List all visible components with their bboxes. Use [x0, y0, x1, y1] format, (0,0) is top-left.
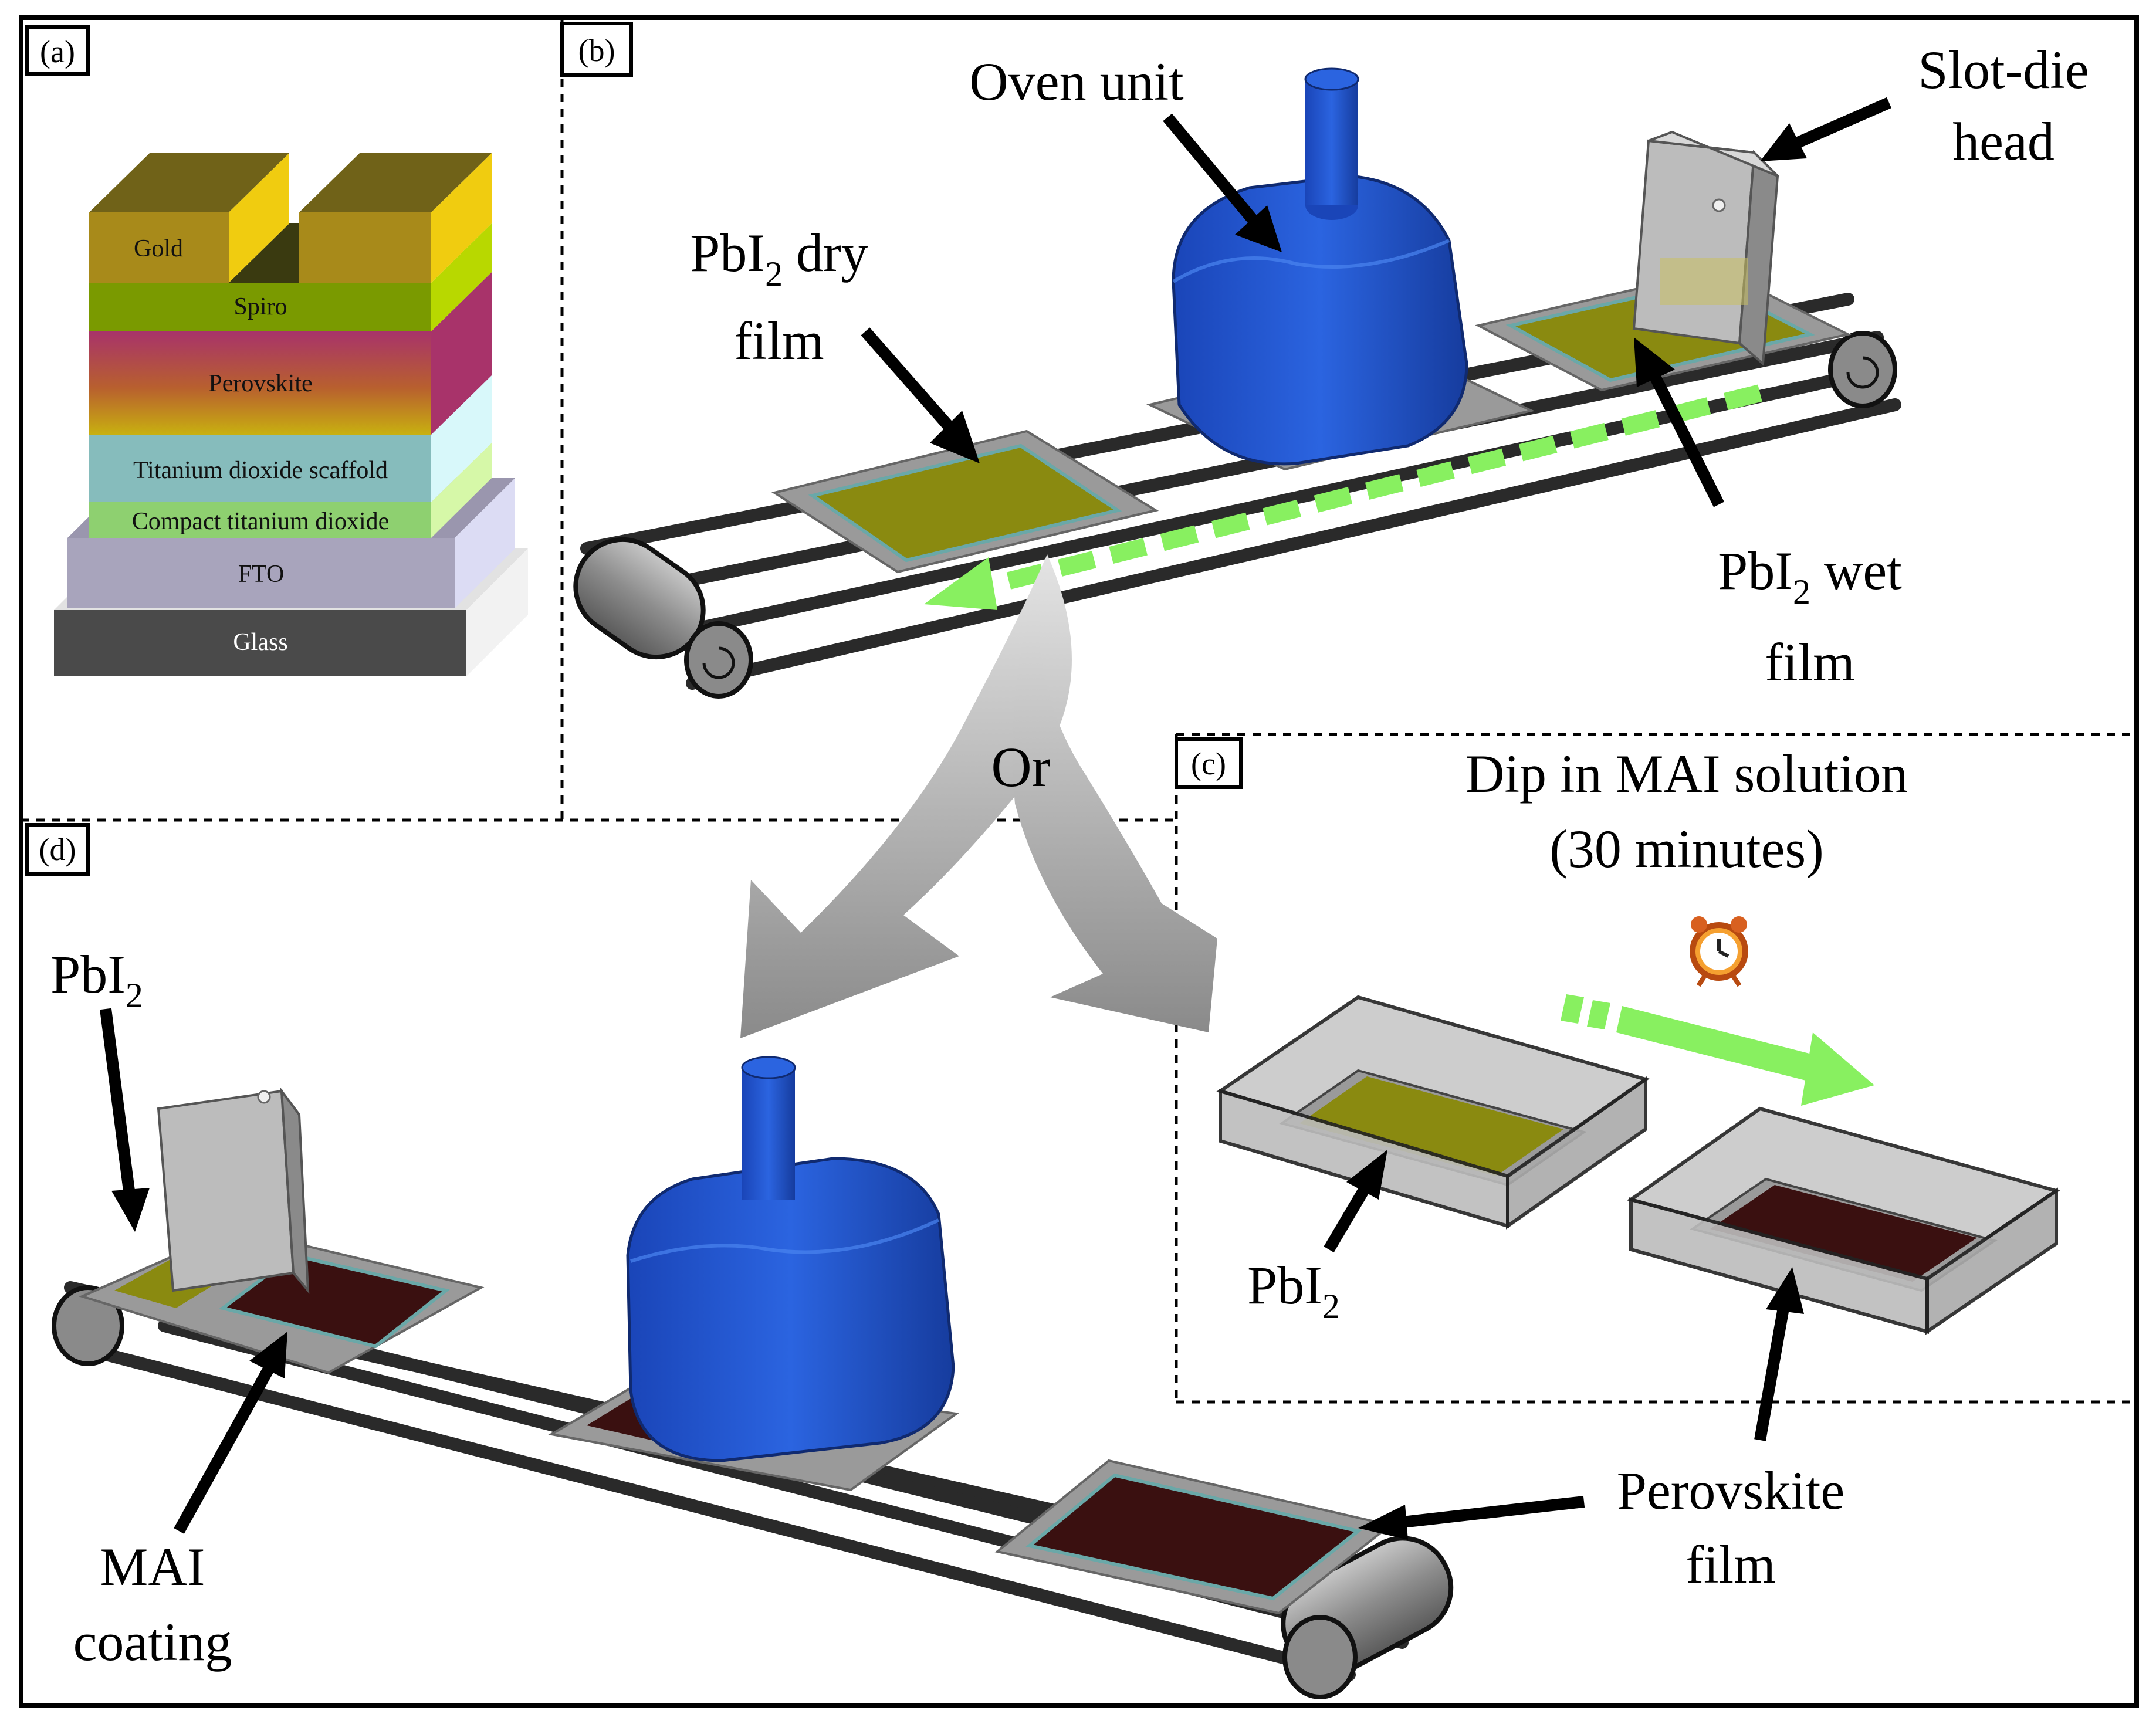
gold-right-top — [299, 153, 492, 212]
label-arrows-b — [861, 97, 1892, 507]
dip-arrow — [1561, 994, 1874, 1106]
compact-label: Compact titanium dioxide — [132, 508, 390, 535]
oven-b-chimney — [1305, 79, 1358, 205]
perovskite-layer-front — [89, 331, 431, 435]
slot-die-label-2: head — [1952, 111, 2055, 171]
scaffold-layer-front — [89, 435, 431, 502]
gold-left-side — [229, 153, 289, 283]
scaffold-layer-side — [431, 375, 492, 502]
mai-arrow-head — [249, 1332, 287, 1378]
outer-frame — [19, 15, 2139, 1708]
gold-right-front — [299, 212, 431, 283]
fto-layer-side — [455, 478, 515, 608]
dip-label-2: (30 minutes) — [1549, 819, 1824, 879]
perovskite-film-label-1: Perovskite — [1617, 1461, 1844, 1520]
direction-arrow-b — [924, 384, 1762, 610]
conveyor-d — [52, 1056, 1454, 1699]
gold-right-side — [431, 153, 492, 283]
device-stack: Glass FTO Compact titanium dioxide Titan… — [54, 153, 528, 676]
panel-tag-b: (b) — [560, 22, 633, 77]
oven-unit-label: Oven unit — [969, 52, 1184, 111]
slot-die-head-d — [157, 1087, 310, 1294]
perovskite-film-d — [1025, 1473, 1362, 1601]
alarm-clock-icon — [1690, 916, 1748, 987]
perovskite-film-label-2: film — [1685, 1535, 1775, 1594]
split-arrow-right — [1012, 554, 1217, 1032]
panel-tag-c-text: (c) — [1191, 746, 1226, 781]
gold-left-top — [89, 153, 289, 212]
compact-layer-front — [89, 502, 431, 538]
scaffold-label: Titanium dioxide scaffold — [133, 457, 388, 484]
dry-film-arrow-head — [930, 411, 980, 463]
pbi2-wet-label-2: film — [1765, 632, 1854, 692]
pbi2-dry-film — [808, 443, 1122, 563]
dip-pbi2-label: PbI2 — [1247, 1255, 1340, 1326]
panel-tag-b-text: (b) — [578, 33, 615, 68]
mai-label-1: MAI — [100, 1537, 205, 1597]
glass-layer-front — [54, 610, 466, 676]
panel-tag-a: (a) — [25, 25, 90, 76]
dip-tray-pbi2 — [1216, 995, 1650, 1230]
wet-film-arrow-head — [1634, 337, 1675, 387]
gold-left-front — [89, 212, 229, 283]
slot-die-label-1: Slot-die — [1918, 40, 2089, 100]
spiro-label: Spiro — [233, 293, 287, 320]
dip-label-1: Dip in MAI solution — [1465, 744, 1908, 804]
slot-die-head-b — [1632, 130, 1779, 367]
glass-layer-side — [466, 548, 528, 676]
dip-pbi2-film — [1299, 1076, 1563, 1176]
pbi2-dry-label-2: film — [734, 311, 824, 371]
split-arrow: Or — [740, 554, 1217, 1038]
roller-d-left — [52, 1285, 124, 1366]
pbi2-dry-label-1: PbI2 dry — [690, 223, 868, 293]
spiro-layer-side — [431, 223, 492, 331]
glass-label: Glass — [233, 629, 287, 656]
or-label: Or — [991, 736, 1050, 798]
split-arrow-left — [740, 554, 1072, 1038]
panel-tag-d-text: (d) — [39, 832, 76, 867]
perovskite-label: Perovskite — [208, 370, 312, 397]
dip-tray-perovskite — [1627, 1106, 2061, 1335]
label-arrows-d — [100, 1008, 1585, 1540]
roller-d-right — [1281, 1536, 1454, 1699]
spiro-layer-front — [89, 283, 431, 331]
d-pbi2-arrow-head — [111, 1188, 150, 1232]
gold-label: Gold — [134, 235, 183, 262]
slot-die-arrow-head — [1760, 123, 1807, 161]
dip-pbi2-arrow-head — [1346, 1150, 1387, 1200]
perovskite-arrow-head — [1358, 1505, 1408, 1540]
oven-arrow-head — [1235, 205, 1282, 252]
panel-tag-d: (d) — [25, 823, 90, 876]
d-pbi2-label: PbI2 — [50, 944, 143, 1015]
oven-b — [1172, 67, 1468, 466]
compact-layer-side — [431, 443, 492, 538]
conveyor-b — [573, 67, 1901, 699]
fto-label: FTO — [238, 561, 285, 588]
oven-d-chimney — [742, 1068, 795, 1200]
dip-perovskite-arrow-head — [1766, 1267, 1804, 1314]
roller-b-right — [1828, 331, 1897, 408]
oven-d — [626, 1056, 955, 1462]
label-arrows-c — [1324, 1150, 1804, 1441]
roller-b-left — [573, 537, 753, 699]
dip-perovskite-film — [1710, 1185, 1977, 1282]
mai-label-2: coating — [73, 1612, 232, 1672]
fto-layer-front — [67, 538, 455, 608]
panel-tag-c: (c) — [1175, 737, 1243, 789]
perovskite-layer-side — [431, 272, 492, 435]
panel-tag-a-text: (a) — [40, 34, 75, 69]
pbi2-wet-label-1: PbI2 wet — [1718, 541, 1902, 611]
